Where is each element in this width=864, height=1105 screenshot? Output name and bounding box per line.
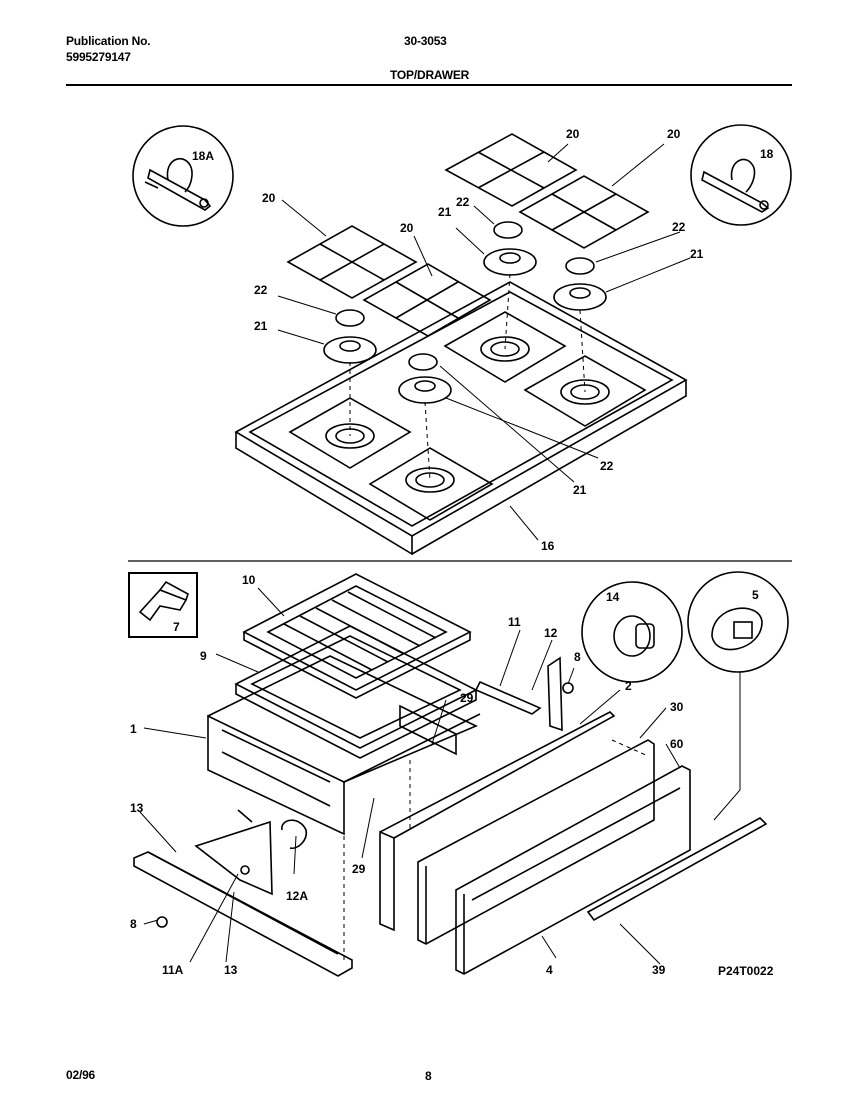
callout-39: 39 bbox=[652, 963, 666, 977]
callout-22-back-left: 22 bbox=[456, 195, 470, 209]
callout-10: 10 bbox=[242, 573, 256, 587]
callout-12: 12 bbox=[544, 626, 558, 640]
grate-center bbox=[362, 263, 492, 337]
top-leader-lines bbox=[277, 143, 691, 541]
callout-21-left: 21 bbox=[254, 319, 268, 333]
footer-page: 8 bbox=[425, 1069, 432, 1083]
publication-number: 5995279147 bbox=[66, 50, 131, 64]
callout-16: 16 bbox=[541, 539, 555, 553]
alignment-lines bbox=[349, 273, 586, 481]
callout-5: 5 bbox=[752, 588, 759, 602]
burner-caps bbox=[335, 221, 595, 371]
callout-13-top: 13 bbox=[130, 801, 144, 815]
callout-29-bottom: 29 bbox=[352, 862, 366, 876]
grate-back-left bbox=[444, 133, 578, 207]
header-rule bbox=[66, 84, 792, 86]
grate-back-right bbox=[518, 175, 650, 249]
callout-8-top: 8 bbox=[574, 650, 581, 664]
callout-4: 4 bbox=[546, 963, 553, 977]
side-bracket bbox=[156, 656, 574, 928]
drawer-front bbox=[455, 765, 691, 975]
callout-18: 18 bbox=[760, 147, 774, 161]
publication-label: Publication No. bbox=[66, 34, 151, 48]
drawer-body bbox=[207, 655, 481, 836]
callout-20-center: 20 bbox=[400, 221, 414, 235]
detail-box-7 bbox=[128, 572, 198, 638]
callout-20-back-right: 20 bbox=[667, 127, 681, 141]
drawer-inner-panel bbox=[417, 739, 655, 945]
callout-22-front: 22 bbox=[600, 459, 614, 473]
callout-9: 9 bbox=[200, 649, 207, 663]
callout-11a: 11A bbox=[162, 963, 184, 977]
callout-7: 7 bbox=[173, 620, 180, 634]
callout-8-bottom: 8 bbox=[130, 917, 137, 931]
callout-30: 30 bbox=[670, 700, 684, 714]
drawer-handle bbox=[586, 817, 768, 922]
callout-20-back-left: 20 bbox=[566, 127, 580, 141]
model-number: 30-3053 bbox=[404, 34, 447, 48]
drawer-rail bbox=[133, 851, 353, 977]
callout-18a: 18A bbox=[192, 149, 214, 163]
cooktop-body bbox=[234, 281, 688, 556]
callout-60: 60 bbox=[670, 737, 684, 751]
callout-22-left: 22 bbox=[254, 283, 268, 297]
footer-date: 02/96 bbox=[66, 1068, 96, 1082]
section-title: TOP/DRAWER bbox=[390, 68, 470, 82]
callout-2: 2 bbox=[625, 679, 632, 693]
callout-1: 1 bbox=[130, 722, 137, 736]
callout-11: 11 bbox=[508, 615, 521, 629]
grate-left bbox=[286, 225, 418, 299]
callout-12a: 12A bbox=[286, 889, 308, 903]
burner-heads bbox=[323, 248, 607, 404]
rail-bracket bbox=[194, 809, 308, 896]
detail-circle-18a bbox=[132, 125, 234, 227]
callout-14: 14 bbox=[606, 590, 620, 604]
callout-21-back-right: 21 bbox=[690, 247, 704, 261]
callout-22-back-right: 22 bbox=[672, 220, 686, 234]
detail-circle-14 bbox=[581, 581, 683, 683]
drawing-code: P24T0022 bbox=[718, 964, 774, 978]
callout-29-top: 29 bbox=[460, 691, 474, 705]
drawer-alignment-lines bbox=[343, 739, 649, 960]
broiler-grid bbox=[242, 573, 472, 699]
callout-20-left: 20 bbox=[262, 191, 276, 205]
callout-21-back-left: 21 bbox=[438, 205, 452, 219]
drawer-leader-lines bbox=[139, 587, 741, 965]
callout-21-front: 21 bbox=[573, 483, 587, 497]
detail-circle-5 bbox=[687, 571, 789, 673]
callout-13-bottom: 13 bbox=[224, 963, 238, 977]
drawer-back-panel bbox=[379, 711, 616, 932]
detail-circle-18 bbox=[690, 124, 792, 226]
